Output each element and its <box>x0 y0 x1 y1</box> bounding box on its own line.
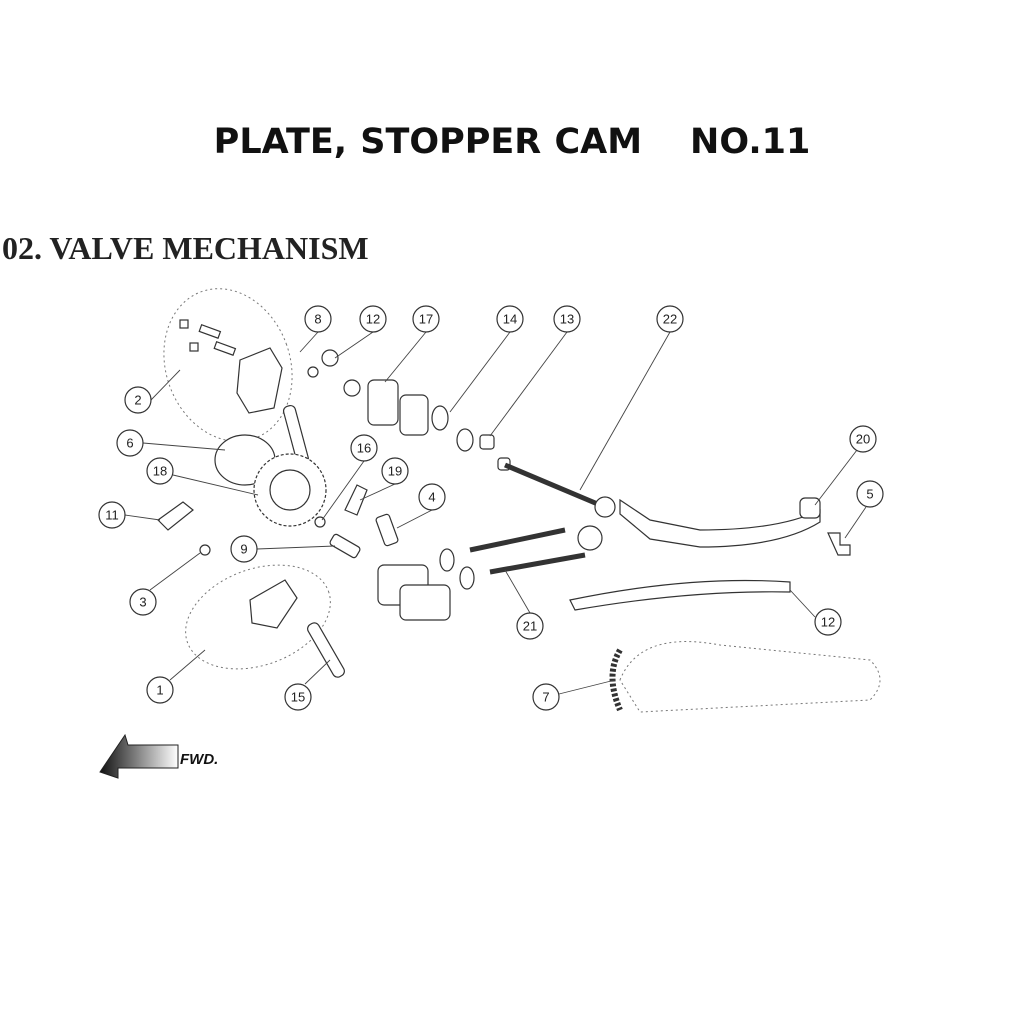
chain-guide <box>619 498 821 548</box>
svg-text:15: 15 <box>291 690 305 705</box>
svg-text:13: 13 <box>560 312 574 327</box>
page-title: PLATE, STOPPER CAM NO.11 <box>0 122 1024 162</box>
callout-5: 5 <box>856 480 884 508</box>
svg-text:18: 18 <box>153 464 167 479</box>
callout-7: 7 <box>532 683 560 711</box>
callout-2: 2 <box>124 386 152 414</box>
svg-text:17: 17 <box>419 312 433 327</box>
plate <box>344 484 368 516</box>
rocker-shaft-lower <box>307 622 345 678</box>
part-number: NO.11 <box>690 122 811 162</box>
rocker-arm-lower <box>249 579 298 629</box>
rocker-arm-group-outline <box>163 288 293 442</box>
valve-spring <box>367 379 399 426</box>
svg-text:12: 12 <box>821 615 835 630</box>
timing-chain <box>609 648 623 712</box>
svg-text:8: 8 <box>314 312 321 327</box>
callout-20: 20 <box>849 425 877 453</box>
svg-text:14: 14 <box>503 312 517 327</box>
svg-text:12: 12 <box>366 312 380 327</box>
callout-11: 11 <box>98 501 126 529</box>
callout-14: 14 <box>496 305 524 333</box>
callout-3: 3 <box>129 588 157 616</box>
rocker-arm-group-outline <box>185 564 331 670</box>
callout-8: 8 <box>304 305 332 333</box>
svg-text:2: 2 <box>134 393 141 408</box>
bolt-5 <box>827 532 851 556</box>
callout-16: 16 <box>350 434 378 462</box>
callout-12b: 12 <box>814 608 842 636</box>
stopper-plate <box>157 501 194 531</box>
part-name: PLATE, STOPPER CAM <box>213 122 643 162</box>
callout-6: 6 <box>116 429 144 457</box>
svg-text:22: 22 <box>663 312 677 327</box>
svg-text:4: 4 <box>428 490 435 505</box>
timing-chain-outline <box>619 641 881 713</box>
callout-17: 17 <box>412 305 440 333</box>
rocker-arm-upper <box>236 347 283 414</box>
parts <box>157 319 851 712</box>
section-title: 02. VALVE MECHANISM <box>2 230 369 266</box>
callout-4: 4 <box>418 483 446 511</box>
leader-lines <box>124 331 867 695</box>
svg-text:1: 1 <box>156 683 163 698</box>
callout-13: 13 <box>553 305 581 333</box>
svg-text:5: 5 <box>866 487 873 502</box>
svg-text:19: 19 <box>388 464 402 479</box>
callout-12: 12 <box>359 305 387 333</box>
callout-19: 19 <box>381 457 409 485</box>
svg-text:16: 16 <box>357 441 371 456</box>
forward-label: FWD. <box>180 751 218 768</box>
callout-9: 9 <box>230 535 258 563</box>
callout-22: 22 <box>656 305 684 333</box>
callout-18: 18 <box>146 457 174 485</box>
svg-text:7: 7 <box>542 690 549 705</box>
svg-text:6: 6 <box>126 436 133 451</box>
svg-text:21: 21 <box>523 619 537 634</box>
svg-text:11: 11 <box>105 508 119 523</box>
callout-1: 1 <box>146 676 174 704</box>
svg-text:9: 9 <box>240 542 247 557</box>
tensioner <box>329 533 361 559</box>
callout-21: 21 <box>516 612 544 640</box>
forward-arrow-icon <box>99 733 179 779</box>
bolt <box>375 513 399 547</box>
callout-15: 15 <box>284 683 312 711</box>
svg-text:3: 3 <box>139 595 146 610</box>
svg-text:20: 20 <box>856 432 870 447</box>
chain-tensioner-guide <box>569 579 791 611</box>
valve <box>594 496 616 518</box>
